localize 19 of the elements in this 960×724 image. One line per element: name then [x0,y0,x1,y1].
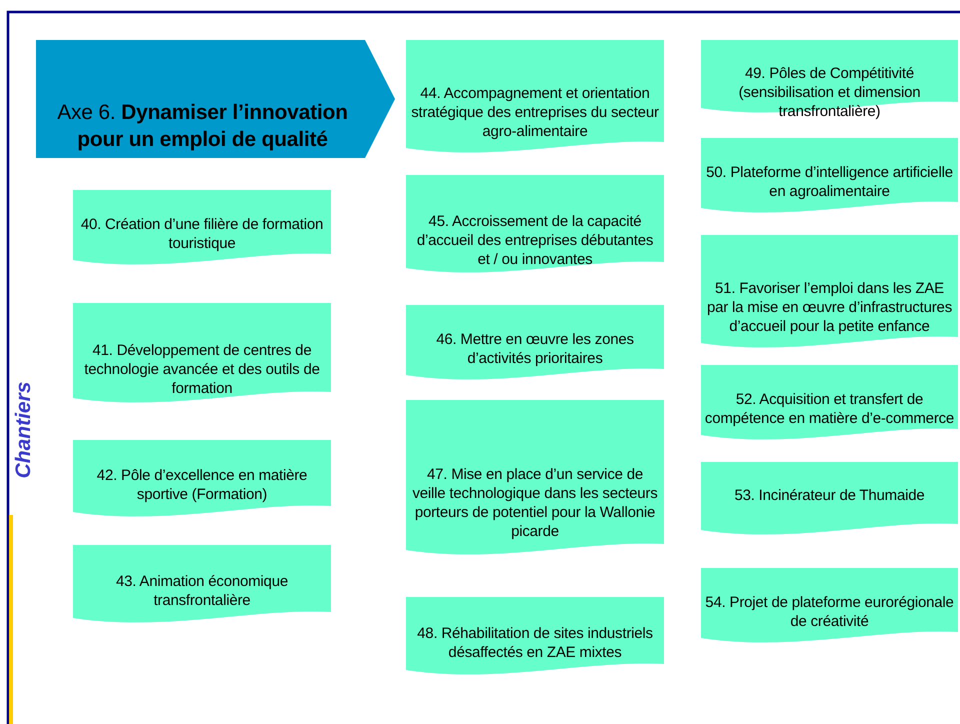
project-text: 40. Création d’une filière de formation touristique [80,215,324,253]
document-box [701,40,958,118]
project-text: 54. Projet de plateforme eurorégionale de créativité [704,593,955,631]
heading-text: Axe 6. Dynamiser l’innovation pour un emploi de qualité [56,100,349,153]
project-text: 44. Accompagnement et orientation stratégique des entreprises du secteur agro-alimentaire [410,84,660,141]
project-text: 45. Accroissement de la capacité d’accueil des entreprises débutantes et / ou innovantes [416,212,654,268]
project-text: 46. Mettre en œuvre les zones d’activités prioritaires [435,330,635,368]
project-text: 52. Acquisition et transfert de compétence en matière d’e-commerce [704,390,955,428]
project-text: 47. Mise en place d’un service de veille technologique dans les secteurs porteurs de potentiel pour la Wallonie picarde [411,465,659,541]
heading-arrow [36,40,395,158]
project-text: 48. Réhabilitation de sites industriels désaffectés en ZAE mixtes [416,624,654,662]
project-text: 43. Animation économique transfrontalière [115,572,289,610]
project-text: 53. Incinérateur de Thumaide [733,486,926,505]
project-text: 51. Favoriser l’emploi dans les ZAE par la mise en œuvre d’infrastructures d’accueil pour la petite enfance [706,279,953,336]
project-text: 41. Développement de centres de technologie avancée et des outils de formation [83,340,321,398]
project-text: 50. Plateforme d’intelligence artificielle en agroalimentaire [705,163,954,201]
project-text: 49. Pôles de Compétitivité (sensibilisation et dimension transfrontalière) [738,64,922,121]
side-label: Chantiers [12,382,36,478]
project-text: 42. Pôle d’excellence en matière sportive (Formation) [96,466,308,504]
